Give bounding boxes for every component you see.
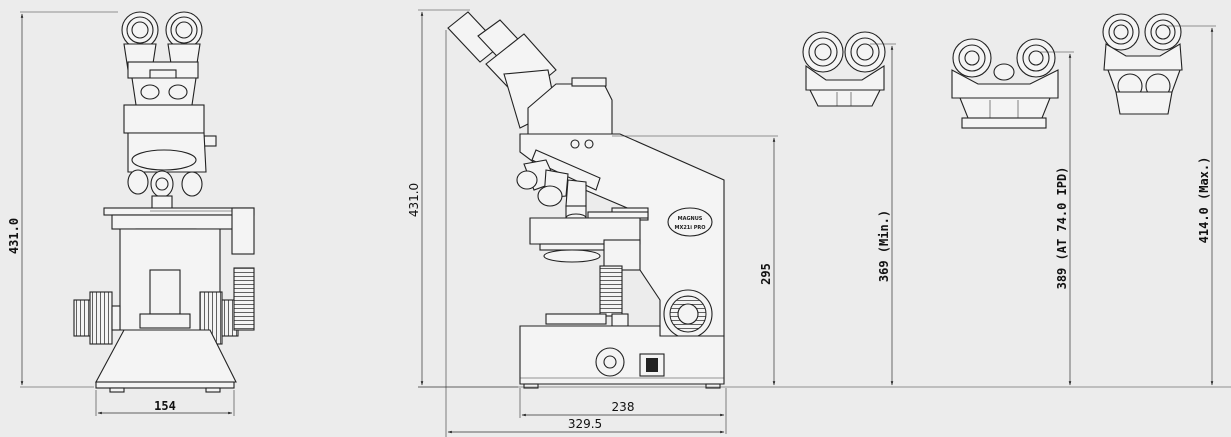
- side-height-label: 431.0: [407, 183, 421, 217]
- total-depth-label: 329.5: [568, 417, 602, 431]
- front-view: [20, 11, 255, 416]
- front-head-body: [123, 104, 205, 134]
- front-objectives: [127, 149, 203, 211]
- head-min-view: [802, 31, 896, 386]
- brand-model: MX21i PRO: [674, 225, 705, 231]
- side-eyepiece: [447, 11, 557, 129]
- front-window: [149, 269, 181, 315]
- front-base: [95, 329, 237, 383]
- side-objectives: [516, 159, 587, 223]
- front-width-label: 154: [154, 399, 176, 413]
- side-screw-1: [570, 139, 580, 149]
- side-brand-plate: MAGNUS MX21i PRO: [667, 207, 713, 237]
- max-height-label: 414.0 (Max.): [1197, 157, 1211, 244]
- ipd-height-dimension: [1040, 51, 1074, 386]
- front-width-dimension: [95, 390, 235, 416]
- side-screw-2: [584, 139, 594, 149]
- stage-height-label: 295: [759, 263, 773, 285]
- stage-height-dimension: [612, 135, 778, 386]
- head-ipd-view: [951, 38, 1074, 386]
- brand-name: MAGNUS: [678, 216, 703, 222]
- head-max-view: [1102, 13, 1216, 386]
- side-illuminator: [663, 289, 713, 339]
- side-condenser-plate: [545, 313, 607, 325]
- side-nosepiece: [531, 149, 601, 191]
- side-view: MAGNUS MX21i PRO: [418, 9, 1231, 437]
- front-side-knob: [203, 135, 217, 147]
- front-lamp-block: [139, 313, 191, 329]
- base-depth-dimension: [519, 388, 727, 434]
- front-base-plate: [95, 381, 235, 389]
- front-eyepieces: [121, 11, 203, 106]
- side-focus-knob: [599, 265, 623, 317]
- min-height-label: 369 (Min.): [877, 210, 891, 282]
- side-intensity-knob: [595, 347, 625, 377]
- front-focus-knobs: [73, 267, 255, 345]
- front-height-dimension: [20, 11, 118, 388]
- side-stage: [529, 207, 649, 271]
- ipd-height-label: 389 (AT 74.0 IPD): [1055, 167, 1069, 290]
- total-depth-dimension: [445, 30, 725, 437]
- min-height-dimension: [870, 43, 896, 386]
- base-depth-label: 238: [612, 400, 635, 414]
- max-height-dimension: [1166, 25, 1216, 386]
- front-height-label: 431.0: [7, 218, 21, 254]
